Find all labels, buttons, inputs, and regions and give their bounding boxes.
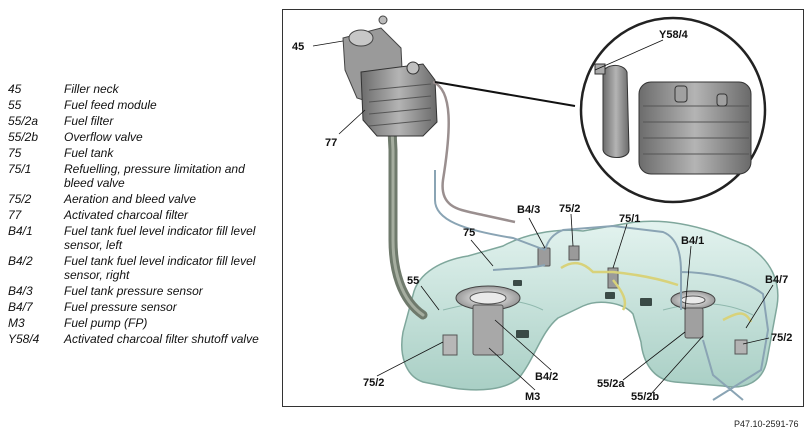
legend-code: 75	[8, 146, 22, 160]
legend-code: 55/2b	[8, 130, 39, 144]
legend-text: Overflow valve	[64, 130, 143, 144]
legend-text: Fuel feed module	[64, 98, 157, 112]
callout-b4-7: B4/7	[765, 274, 788, 286]
legend-row: B4/7 Fuel pressure sensor	[8, 300, 276, 314]
legend-text: Fuel tank	[64, 146, 114, 160]
callout-b4-2: B4/2	[535, 371, 558, 383]
legend-code: Y58/4	[8, 332, 40, 346]
callout-y58-4: Y58/4	[659, 29, 689, 41]
callout-75: 75	[463, 227, 475, 239]
legend-code: B4/7	[8, 300, 33, 314]
callout-75-2-left: 75/2	[363, 377, 384, 389]
callout-75-1: 75/1	[619, 213, 640, 225]
legend-text: Activated charcoal filter shutoff valve	[64, 332, 259, 346]
legend-code: B4/3	[8, 284, 33, 298]
legend-code: 75/2	[8, 192, 32, 206]
legend-code: B4/2	[8, 254, 33, 268]
legend-text: Fuel filter	[64, 114, 114, 128]
legend-text: Fuel tank pressure sensor	[64, 284, 203, 298]
legend-text: Fuel tank fuel level indicator fill leve…	[64, 224, 256, 252]
legend-row: 75 Fuel tank	[8, 146, 276, 160]
legend-row: B4/2 Fuel tank fuel level indicator fill …	[8, 254, 276, 282]
callout-55-2b: 55/2b	[631, 391, 659, 403]
diagram-frame: 45 77 Y58/4 B4/3 75/2 75/1 75 B4/1 55 B4…	[282, 9, 804, 407]
legend-row: 55/2b Overflow valve	[8, 130, 276, 144]
legend-code: 55/2a	[8, 114, 39, 128]
fuel-pump-body	[472, 304, 504, 356]
legend-text: Filler neck	[64, 82, 119, 96]
callout-b4-3: B4/3	[517, 204, 540, 216]
figure-code: P47.10-2591-76	[734, 419, 799, 429]
legend-code: 77	[8, 208, 22, 222]
legend-row: 75/2 Aeration and bleed valve	[8, 192, 276, 206]
callout-75-2-right: 75/2	[771, 332, 792, 344]
fuel-system-illustration: 45 77 Y58/4 B4/3 75/2 75/1 75 B4/1 55 B4…	[292, 15, 792, 403]
callout-45: 45	[292, 41, 304, 53]
callout-55-2a: 55/2a	[597, 378, 625, 390]
legend-code: M3	[8, 316, 25, 330]
fuel-line	[434, 170, 770, 401]
legend-row: 55 Fuel feed module	[8, 98, 276, 112]
callout-b4-1: B4/1	[681, 235, 704, 247]
legend-text: Aeration and bleed valve	[64, 192, 197, 206]
legend-row: 55/2a Fuel filter	[8, 114, 276, 128]
legend-code: 75/1	[8, 162, 32, 176]
callout-55: 55	[407, 275, 419, 287]
callout-75-2-top: 75/2	[559, 203, 580, 215]
legend-row: 77 Activated charcoal filter	[8, 208, 276, 222]
callout-m3: M3	[525, 391, 540, 403]
legend-code: 45	[8, 82, 22, 96]
legend-code: 55	[8, 98, 22, 112]
legend-text: Fuel pressure sensor	[64, 300, 177, 314]
legend-row: 75/1 Refuelling, pressure limitation and …	[8, 162, 276, 190]
legend-row: B4/1 Fuel tank fuel level indicator fill …	[8, 224, 276, 252]
legend-code: B4/1	[8, 224, 33, 238]
legend-text: Fuel tank fuel level indicator fill leve…	[64, 254, 256, 282]
legend-row: 45 Filler neck	[8, 82, 276, 96]
zoom-detail-y58-4	[579, 16, 767, 204]
legend-text: Activated charcoal filter	[64, 208, 189, 222]
legend-text: Fuel pump (FP)	[64, 316, 148, 330]
callout-77: 77	[325, 137, 337, 149]
legend-text: Refuelling, pressure limitation and blee…	[64, 162, 245, 190]
legend-row: B4/3 Fuel tank pressure sensor	[8, 284, 276, 298]
vent-line-yellow	[560, 261, 753, 323]
activated-charcoal-filter	[360, 61, 438, 137]
legend-row: M3 Fuel pump (FP)	[8, 316, 276, 330]
legend-row: Y58/4 Activated charcoal filter shutoff v…	[8, 332, 276, 346]
